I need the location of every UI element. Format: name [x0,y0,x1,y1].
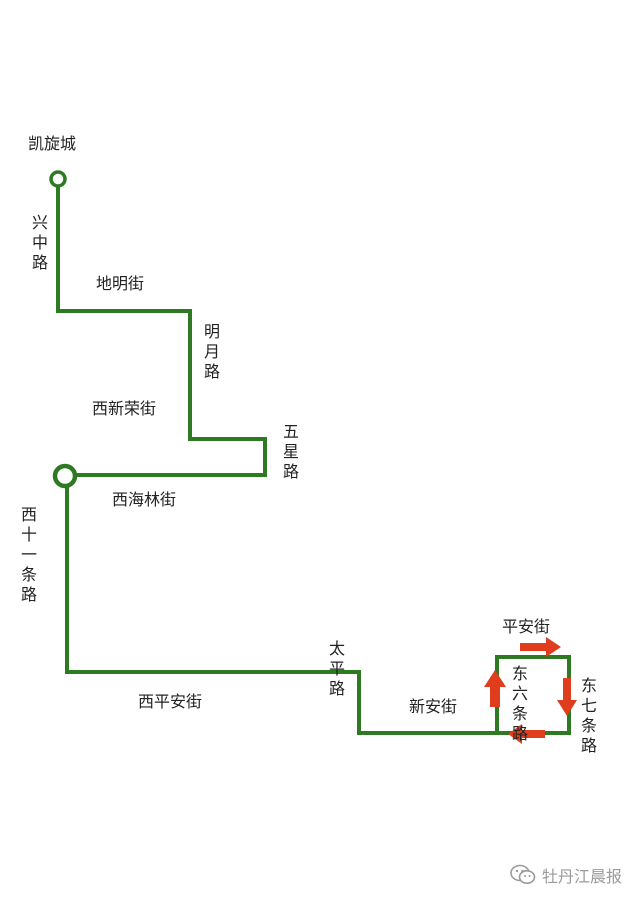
label-xishiyi-road: 西十一条路 [18,506,37,606]
arrow-right-icon [520,637,561,657]
route-loop [495,655,571,735]
label-dongqi-road: 东七条路 [578,677,597,757]
label-wuxing-road: 五星路 [280,423,299,483]
label-pingan-street: 平安街 [502,617,551,636]
arrow-left-icon [508,724,545,744]
label-xipingan-street: 西平安街 [138,692,203,711]
route-upper [56,186,267,477]
label-mingyue-road: 明月路 [201,323,220,383]
label-xinan-street: 新安街 [409,697,458,716]
label-dongliu-road: 东六条路 [509,665,528,745]
transfer-circle [52,463,78,489]
wechat-icon [510,864,536,884]
watermark-text: 牡丹江晨报 [541,867,622,886]
route-lower [65,486,497,735]
label-xingzhong-road: 兴中路 [29,214,48,274]
watermark: 牡丹江晨报 [510,863,622,887]
direction-arrows [484,637,577,744]
label-xihailin-street: 西海林街 [112,490,177,509]
arrow-up-icon [484,670,506,707]
start-circle [49,170,67,188]
label-start-point: 凯旋城 [28,134,77,153]
route-lines [49,170,571,735]
label-diming-street: 地明街 [96,274,145,293]
arrow-down-icon [557,678,577,716]
label-taiping-road: 太平路 [326,640,345,700]
label-xixinrong-street: 西新荣街 [92,399,157,418]
